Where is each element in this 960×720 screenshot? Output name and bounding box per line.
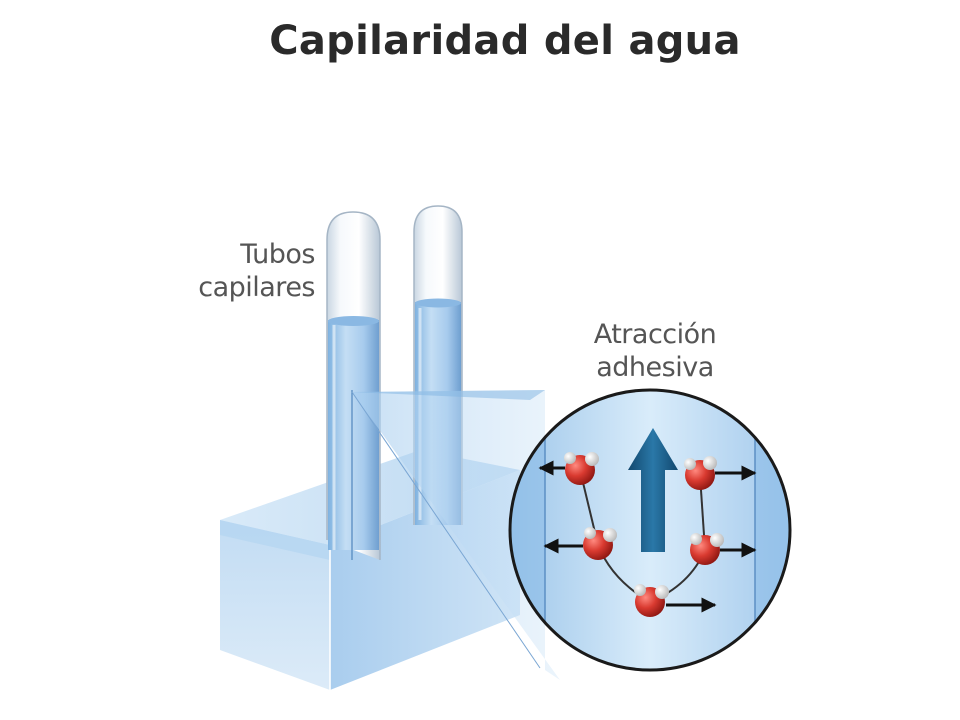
zoom-beam [352,390,560,680]
water-molecule [684,456,757,490]
water-molecule [543,527,617,560]
label-adhesive-attraction-line2: adhesiva [596,352,714,383]
water-molecule [690,533,757,565]
magnified-view [508,388,792,672]
label-capillary-tubes-line1: Tubos [240,239,315,270]
water-molecule [538,452,599,485]
label-capillary-tubes: Tubos capilares [185,238,315,304]
label-adhesive-attraction-line1: Atracción [593,319,717,350]
capillary-tube-left [326,211,381,560]
diagram-title: Capilaridad del agua [269,18,741,64]
label-adhesive-attraction: Atracción adhesiva [565,318,745,384]
label-capillary-tubes-line2: capilares [198,272,315,303]
upward-arrow [628,428,678,552]
water-molecule [634,584,717,617]
